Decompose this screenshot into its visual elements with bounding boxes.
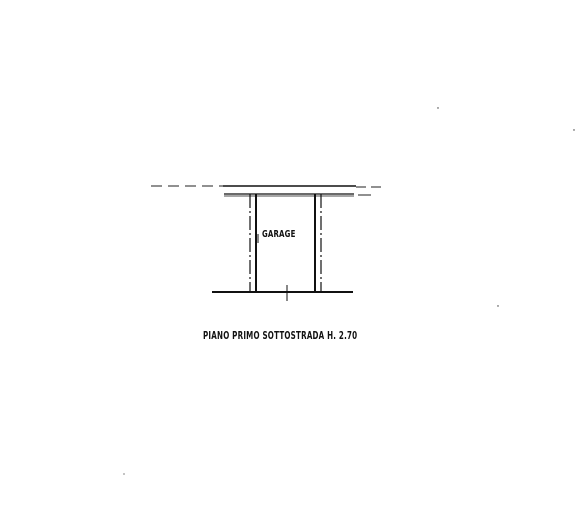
- scan-specks: [123, 107, 575, 475]
- top-wall: [223, 185, 356, 197]
- room-label-garage: GARAGE: [262, 229, 296, 240]
- left-wall: [249, 194, 257, 293]
- boundary-dashed-line-top: [151, 185, 385, 196]
- right-wall: [314, 194, 322, 293]
- bottom-wall: [212, 285, 353, 301]
- floor-caption: PIANO PRIMO SOTTOSTRADA H. 2.70: [203, 329, 358, 342]
